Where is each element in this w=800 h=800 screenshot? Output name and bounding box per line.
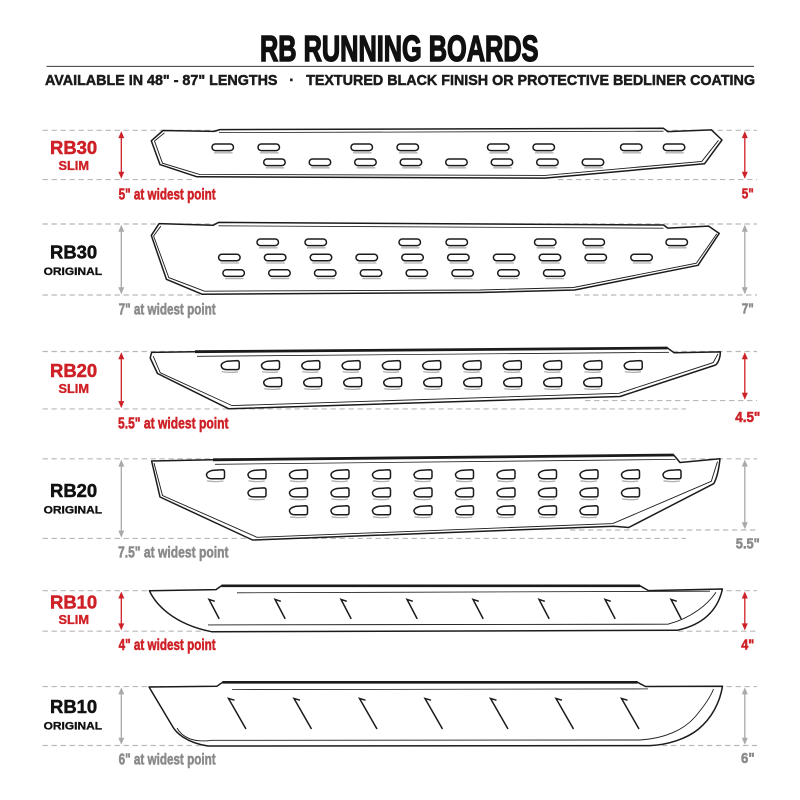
svg-text:RB RUNNING BOARDS: RB RUNNING BOARDS [260,28,539,69]
svg-text:AVAILABLE IN 48" - 87" LENGTHS: AVAILABLE IN 48" - 87" LENGTHS · TEXTURE… [45,73,755,89]
svg-text:RB30: RB30 [50,242,97,262]
svg-text:7.5" at widest point: 7.5" at widest point [118,545,229,562]
svg-text:6" at widest point: 6" at widest point [119,752,216,769]
svg-text:4": 4" [741,637,754,653]
svg-text:4.5": 4.5" [735,410,760,426]
svg-text:5.5" at widest point: 5.5" at widest point [118,415,229,432]
svg-text:7" at widest point: 7" at widest point [119,302,216,319]
svg-text:ORIGINAL: ORIGINAL [44,266,103,278]
svg-text:5.5": 5.5" [736,537,760,553]
svg-text:SLIM: SLIM [59,382,90,396]
svg-text:SLIM: SLIM [59,613,90,627]
svg-text:6": 6" [741,751,755,767]
svg-text:RB10: RB10 [50,697,97,717]
svg-text:RB20: RB20 [50,481,97,501]
svg-text:ORIGINAL: ORIGINAL [44,721,103,733]
svg-text:RB30: RB30 [50,138,97,158]
svg-text:5": 5" [742,186,754,202]
svg-text:4" at widest point: 4" at widest point [119,637,216,654]
svg-text:RB10: RB10 [50,593,97,613]
svg-text:SLIM: SLIM [59,159,90,173]
svg-text:7": 7" [742,302,754,318]
svg-text:RB20: RB20 [50,361,97,381]
svg-text:ORIGINAL: ORIGINAL [44,505,103,517]
svg-text:5" at widest point: 5" at widest point [119,186,216,203]
